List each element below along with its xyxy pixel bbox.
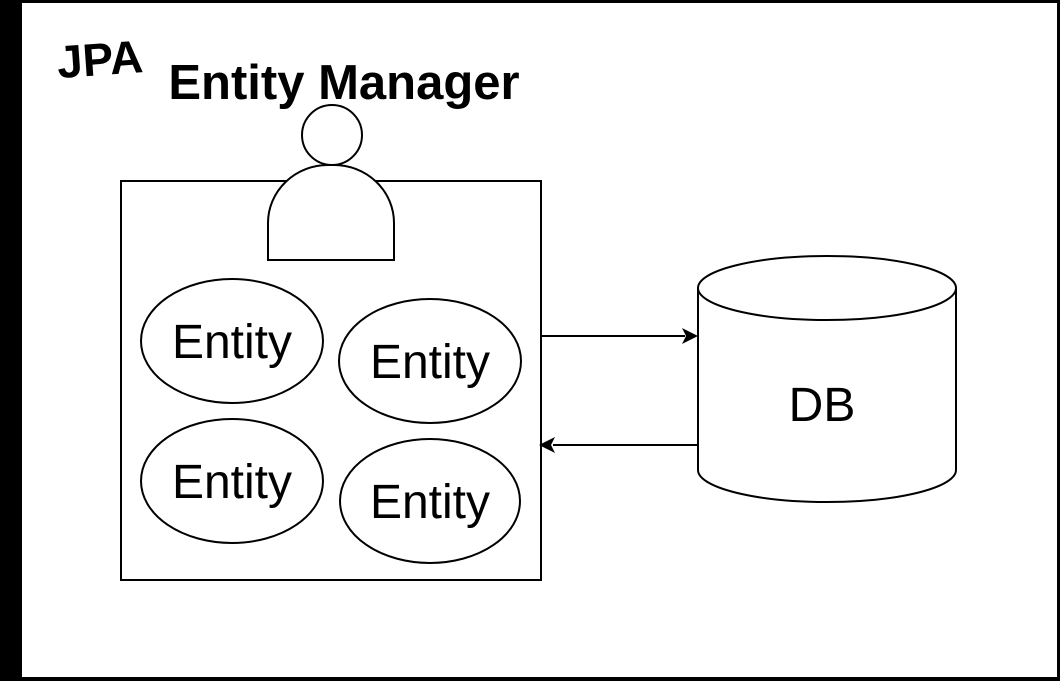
entity-ellipse bbox=[140, 418, 324, 544]
entity-node: Entity bbox=[140, 418, 324, 544]
entity-node: Entity bbox=[338, 298, 522, 424]
entity-node: Entity bbox=[140, 278, 324, 404]
entity-label: Entity bbox=[172, 316, 292, 369]
entity-ellipse bbox=[140, 278, 324, 404]
db-label: DB bbox=[789, 379, 856, 432]
entity-manager-label: Entity Manager bbox=[168, 56, 519, 110]
jpa-title: JPA bbox=[55, 30, 144, 88]
entity-label: Entity bbox=[370, 476, 490, 529]
entity-label: Entity bbox=[370, 336, 490, 389]
arrowhead-left-icon bbox=[539, 437, 555, 453]
person-head bbox=[301, 104, 363, 166]
entity-ellipse bbox=[338, 298, 522, 424]
arrow-to-db bbox=[541, 328, 698, 344]
entity-node: Entity bbox=[339, 438, 521, 564]
db-cylinder-body bbox=[697, 288, 957, 503]
entity-label: Entity bbox=[172, 456, 292, 509]
person-body bbox=[267, 164, 395, 261]
diagram-canvas: JPA Entity Manager Entity Entity Entity … bbox=[22, 3, 1057, 677]
arrowhead-right-icon bbox=[682, 328, 698, 344]
person-icon bbox=[267, 104, 395, 261]
entity-ellipse bbox=[339, 438, 521, 564]
arrow-from-db bbox=[539, 437, 698, 453]
db-cylinder: DB bbox=[697, 255, 957, 503]
db-cylinder-top bbox=[697, 255, 957, 321]
